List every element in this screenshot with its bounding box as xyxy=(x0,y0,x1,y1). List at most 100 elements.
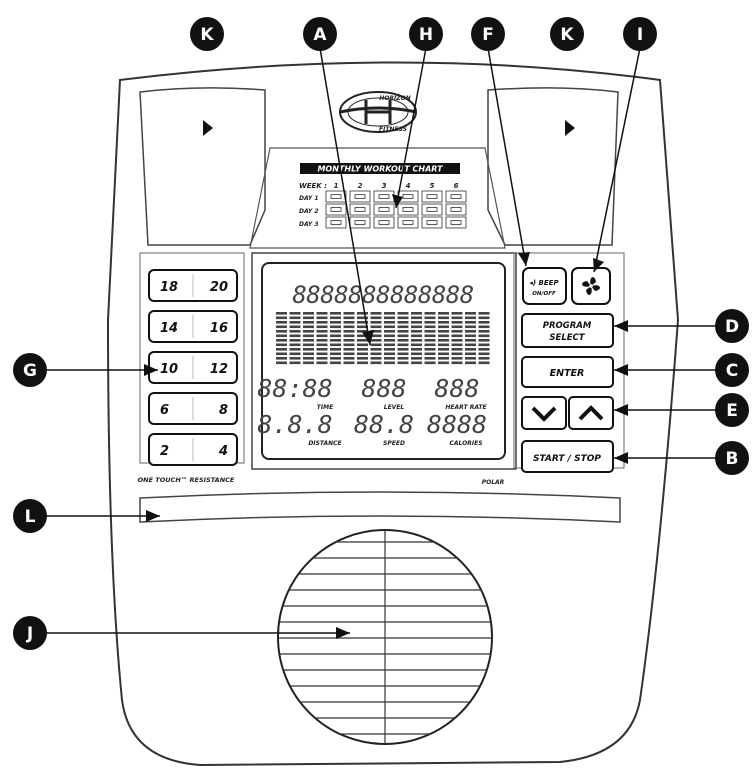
fan-icon xyxy=(582,277,600,295)
lcd-bar-segment xyxy=(303,348,314,351)
chart-led xyxy=(450,220,462,225)
lcd-bar-segment xyxy=(343,325,355,329)
lcd-bar-segment xyxy=(465,357,476,360)
lcd-bar-segment xyxy=(330,321,341,324)
resistance-level-left: 10 xyxy=(160,362,178,377)
lcd-bar-segment xyxy=(478,334,490,338)
lcd-bar-segment xyxy=(289,348,301,351)
callout-l: L xyxy=(13,499,47,533)
lcd-bar-segment xyxy=(343,339,355,342)
lcd-bar-segment xyxy=(303,330,314,333)
lcd-bar-segment xyxy=(370,352,382,356)
chart-week-4: 4 xyxy=(406,182,411,190)
lcd-bar-segment xyxy=(316,361,328,365)
lcd-bar-segment xyxy=(438,352,449,356)
chart-title: MONTHLY WORKOUT CHART xyxy=(317,165,443,174)
lcd-bar-segment xyxy=(451,361,463,365)
program-select-button[interactable] xyxy=(521,313,614,348)
lcd-bar-segment xyxy=(465,325,476,329)
beep-button[interactable] xyxy=(522,267,567,305)
enter-button[interactable] xyxy=(521,356,614,388)
lcd-bar-segment xyxy=(438,357,449,360)
lcd-bar-segment xyxy=(411,325,422,329)
lcd-bar-segment xyxy=(276,339,287,342)
lcd-bar-segment xyxy=(370,321,382,324)
lcd-bar-segment xyxy=(289,352,301,356)
lcd-bar-segment xyxy=(478,361,490,365)
svg-text:H: H xyxy=(419,25,433,45)
down-button[interactable] xyxy=(521,396,567,430)
lcd-bar-segment xyxy=(289,330,301,333)
chart-led xyxy=(402,207,414,212)
lcd-bar-segment xyxy=(289,325,301,329)
chart-led xyxy=(426,220,438,225)
callout-arrowheads xyxy=(144,194,628,639)
chart-week-3: 3 xyxy=(382,182,387,190)
lcd-bar-segment xyxy=(343,316,355,320)
lcd-bar-segment xyxy=(438,334,449,338)
lcd-bar-segment xyxy=(424,361,436,365)
resistance-level-right: 20 xyxy=(210,280,228,295)
lcd-bar-segment xyxy=(465,343,476,347)
up-button[interactable] xyxy=(568,396,614,430)
lcd-bar-segment xyxy=(357,321,368,324)
lcd-bar-segment xyxy=(276,334,287,338)
callout-a: A xyxy=(303,17,337,51)
lcd-bar-segment xyxy=(330,339,341,342)
lcd-bar-segment xyxy=(289,357,301,360)
svg-text:B: B xyxy=(726,449,739,469)
lcd-bar-segment xyxy=(424,321,436,324)
chart-led xyxy=(354,207,366,212)
lcd-bar-segment xyxy=(370,312,382,315)
lcd-bar-segment xyxy=(424,348,436,351)
lcd-bar-segment xyxy=(411,352,422,356)
display-bezel xyxy=(251,252,517,470)
lcd-bar-segment xyxy=(397,334,409,338)
lcd-bar-segment xyxy=(451,321,463,324)
lcd-bar-segment xyxy=(397,348,409,351)
lcd-bar-segment xyxy=(357,339,368,342)
start-stop-button[interactable] xyxy=(521,440,614,473)
accessory-tray xyxy=(139,491,621,523)
lcd-bar-segment xyxy=(316,357,328,360)
chart-led xyxy=(426,194,438,199)
lcd-bar-segment xyxy=(303,339,314,342)
lcd-bar-segment xyxy=(316,312,328,315)
program-label-line2: SELECT xyxy=(549,333,585,343)
lcd-bar-segment xyxy=(438,330,449,333)
lcd-bar-segment xyxy=(303,343,314,347)
lcd-bar-segment xyxy=(276,321,287,324)
lcd-bar-segment xyxy=(411,321,422,324)
lcd-bar-segment xyxy=(330,361,341,365)
lcd-bar-segment xyxy=(424,330,436,333)
svg-text:A: A xyxy=(313,25,327,45)
resistance-caption: ONE TOUCH™ RESISTANCE xyxy=(138,476,235,484)
lcd-readout-value: 888 xyxy=(434,374,479,403)
lcd-bar-segment xyxy=(276,361,287,365)
lcd-bar-segment xyxy=(465,316,476,320)
lcd-bar-segment xyxy=(478,357,490,360)
lcd-bar-segment xyxy=(478,348,490,351)
chart-led xyxy=(450,207,462,212)
lcd-bar-segment xyxy=(303,325,314,329)
lcd-bar-segment xyxy=(330,316,341,320)
lcd-bar-segment xyxy=(316,339,328,342)
lcd-bar-segment xyxy=(357,316,368,320)
lcd-bar-segment xyxy=(330,348,341,351)
lcd-readout-label: DISTANCE xyxy=(308,440,342,447)
lcd-bar-segment xyxy=(357,312,368,315)
lcd-bar-segment xyxy=(330,312,341,315)
lcd-bar-segment xyxy=(411,339,422,342)
lcd-bar-segment xyxy=(451,312,463,315)
lcd-bar-segment xyxy=(397,361,409,365)
lcd-bar-segment xyxy=(465,334,476,338)
lcd-bar-segment xyxy=(384,352,395,356)
chart-week-1: 1 xyxy=(334,182,339,190)
callout-b: B xyxy=(715,441,749,475)
lcd-bar-segment xyxy=(384,321,395,324)
lcd-bar-segment xyxy=(303,316,314,320)
chart-day-label: DAY 2 xyxy=(299,208,319,215)
lcd-bar-segment xyxy=(370,343,382,347)
lcd-bar-segment xyxy=(343,330,355,333)
svg-text:I: I xyxy=(637,25,643,45)
